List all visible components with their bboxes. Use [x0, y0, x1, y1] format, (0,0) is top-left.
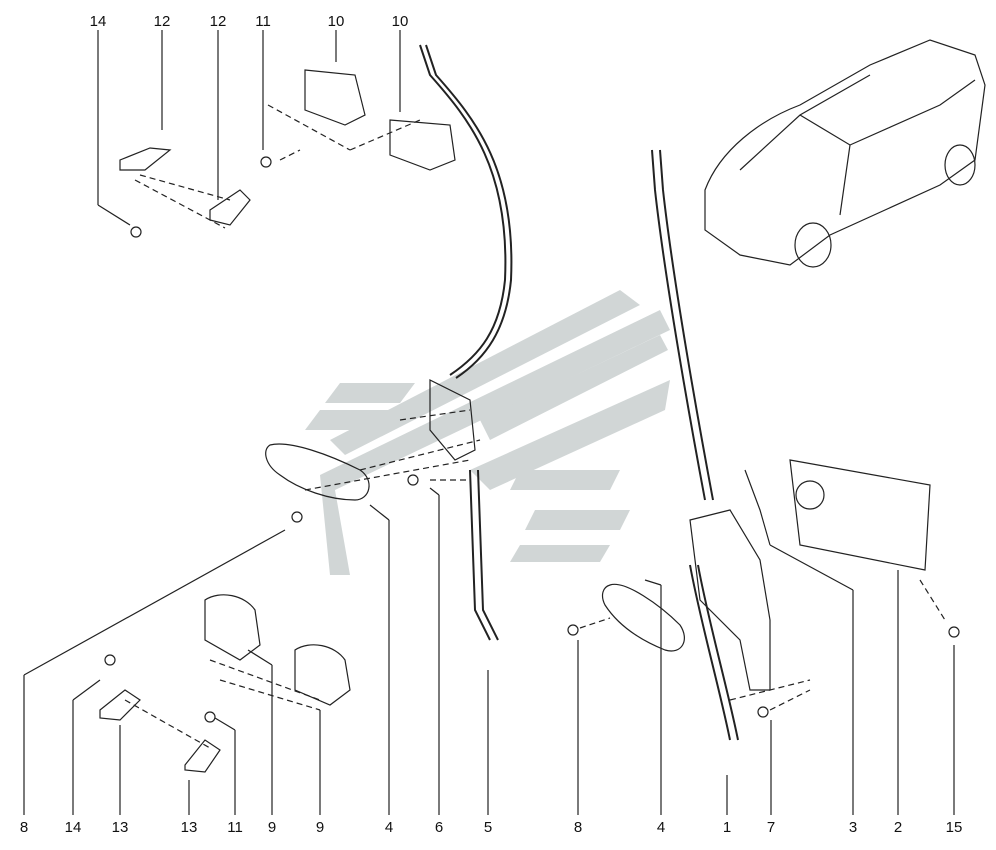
callout-6: 6 — [434, 819, 444, 836]
callout-14-top: 14 — [89, 13, 107, 30]
stop-9b — [294, 644, 351, 706]
latch-10b — [389, 119, 456, 171]
callout-2: 2 — [893, 819, 903, 836]
latch-10a — [304, 69, 366, 126]
cable-left — [419, 44, 513, 641]
callout-13-a: 13 — [111, 819, 129, 836]
callout-13-b: 13 — [180, 819, 198, 836]
callout-1: 1 — [722, 819, 732, 836]
callout-11-bottom: 11 — [227, 819, 243, 836]
callout-10-a: 10 — [327, 13, 345, 30]
handle-4-right — [601, 583, 685, 652]
assembly-dashes — [124, 104, 946, 749]
callout-5: 5 — [483, 819, 493, 836]
lamp-2 — [789, 459, 931, 571]
callout-12-a: 12 — [153, 13, 171, 30]
rod-3 — [744, 469, 771, 546]
callout-3: 3 — [848, 819, 858, 836]
screws — [104, 156, 960, 723]
lock-1 — [689, 509, 771, 691]
callout-8-left: 8 — [19, 819, 29, 836]
logo-watermark — [305, 290, 670, 575]
stop-9a — [204, 594, 261, 661]
callout-11-top: 11 — [255, 13, 271, 30]
cable-right — [651, 149, 739, 741]
callout-9-a: 9 — [267, 819, 277, 836]
handle-4-left — [265, 443, 370, 501]
callout-8-right: 8 — [573, 819, 583, 836]
clip-13a — [99, 689, 141, 721]
callout-4-right: 4 — [656, 819, 666, 836]
callout-14-bottom: 14 — [64, 819, 82, 836]
van-illustration — [704, 39, 986, 268]
leader-lines-top — [97, 30, 401, 226]
bracket-6 — [429, 379, 476, 461]
clip-12b — [209, 189, 251, 226]
callout-7: 7 — [766, 819, 776, 836]
clip-12a — [119, 147, 172, 171]
callout-12-b: 12 — [209, 13, 227, 30]
callout-10-b: 10 — [391, 13, 409, 30]
callout-4-left: 4 — [384, 819, 394, 836]
callout-15: 15 — [945, 819, 963, 836]
leader-lines-bottom — [23, 487, 955, 815]
callout-9-b: 9 — [315, 819, 325, 836]
clip-13b — [184, 739, 221, 773]
